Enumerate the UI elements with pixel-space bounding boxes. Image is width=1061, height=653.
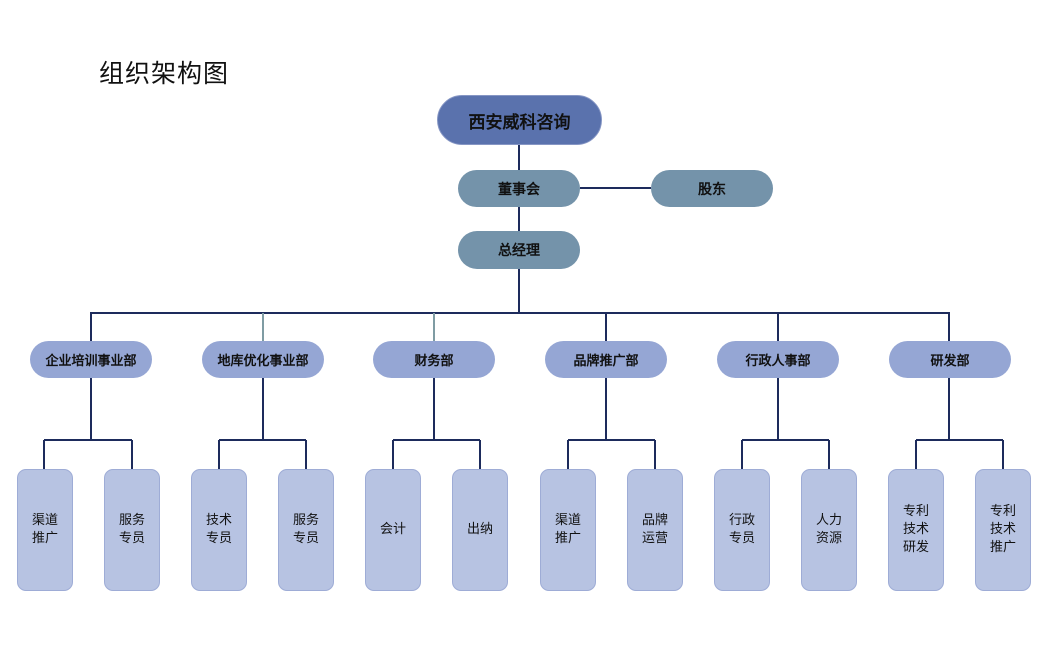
board-node: 董事会 <box>458 170 580 207</box>
dept-node-6: 研发部 <box>889 341 1011 378</box>
role-node-6-1: 专利 技术 研发 <box>888 469 944 591</box>
role-node-5-2: 人力 资源 <box>801 469 857 591</box>
role-node-4-1: 渠道 推广 <box>540 469 596 591</box>
role-node-4-2: 品牌 运营 <box>627 469 683 591</box>
role-node-2-2: 服务 专员 <box>278 469 334 591</box>
role-node-6-2: 专利 技术 推广 <box>975 469 1031 591</box>
dept-node-3: 财务部 <box>373 341 495 378</box>
role-node-3-2: 出纳 <box>452 469 508 591</box>
role-node-3-1: 会计 <box>365 469 421 591</box>
dept-node-2: 地库优化事业部 <box>202 341 324 378</box>
role-node-1-1: 渠道 推广 <box>17 469 73 591</box>
dept-node-4: 品牌推广部 <box>545 341 667 378</box>
role-node-1-2: 服务 专员 <box>104 469 160 591</box>
shareholders-node: 股东 <box>651 170 773 207</box>
role-node-2-1: 技术 专员 <box>191 469 247 591</box>
root-node: 西安威科咨询 <box>437 95 602 145</box>
general-manager-node: 总经理 <box>458 231 580 269</box>
dept-node-1: 企业培训事业部 <box>30 341 152 378</box>
dept-node-5: 行政人事部 <box>717 341 839 378</box>
role-node-5-1: 行政 专员 <box>714 469 770 591</box>
page-title: 组织架构图 <box>99 59 230 88</box>
